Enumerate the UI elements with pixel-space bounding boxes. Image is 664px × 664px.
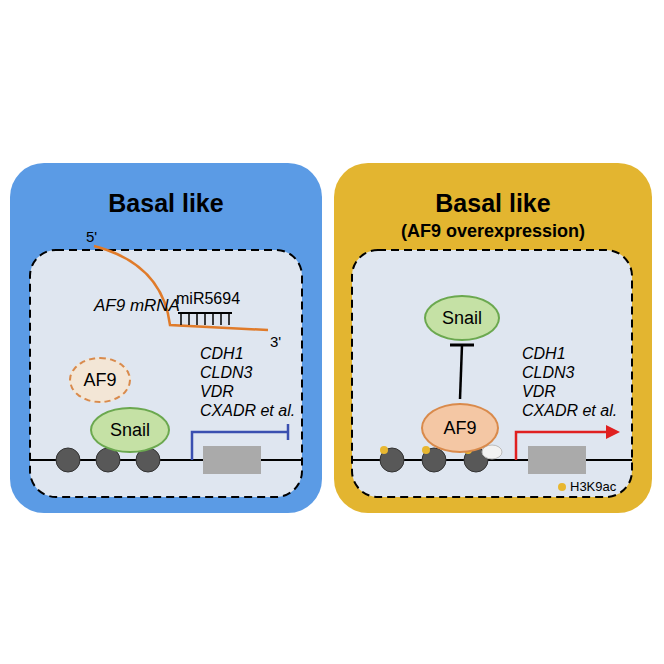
mirna-label: miR5694: [176, 290, 240, 308]
protein-name: AF9: [443, 418, 476, 439]
yeats-domain: [482, 445, 502, 459]
legend-text: H3K9ac: [570, 479, 616, 494]
strand-end: 5': [86, 228, 97, 245]
mrna-label: AF9 mRNA: [94, 296, 180, 316]
inhibition-edge: [450, 345, 474, 399]
legend-swatch: [558, 483, 566, 491]
gene-name: CXADR et al.: [522, 402, 617, 420]
base-pair: [204, 313, 206, 325]
gene-name: CLDN3: [522, 364, 574, 382]
mrna-strand: [94, 246, 268, 330]
gene-name: CDH1: [522, 345, 566, 363]
protein-oval: AF9: [69, 357, 131, 403]
base-pair: [220, 313, 222, 325]
h3k9ac-dot: [380, 446, 388, 454]
base-pair: [188, 313, 190, 325]
promoter-repressed: [192, 432, 288, 460]
strand-end: 3': [270, 333, 281, 350]
protein-name: AF9: [83, 370, 116, 391]
gene-name: CDH1: [200, 345, 244, 363]
panel-title: Basal like: [10, 189, 322, 218]
panel-title: Basal like: [334, 189, 652, 218]
repression-bar: [287, 424, 290, 440]
nucleosome: [96, 448, 120, 472]
promoter-active: [516, 432, 610, 460]
nucleus: [30, 250, 302, 497]
base-pair: [180, 313, 182, 325]
protein-name: Snail: [110, 420, 150, 441]
nucleosome: [136, 448, 160, 472]
gene-body: [528, 446, 586, 474]
h3k9ac-dot: [422, 446, 430, 454]
gene-name: CXADR et al.: [200, 402, 295, 420]
gene-name: VDR: [200, 383, 234, 401]
nucleus: [352, 250, 632, 497]
protein-oval: Snail: [90, 407, 170, 453]
arrow-head: [606, 425, 620, 439]
protein-oval: AF9: [421, 403, 499, 453]
protein-oval: Snail: [424, 295, 500, 341]
gene-name: VDR: [522, 383, 556, 401]
base-pair: [196, 313, 198, 325]
base-pair: [212, 313, 214, 325]
base-pair: [228, 313, 230, 325]
panel-title: (AF9 overexpression): [334, 221, 652, 242]
nucleosome: [56, 448, 80, 472]
gene-body: [203, 446, 261, 474]
protein-name: Snail: [442, 308, 482, 329]
h3k9ac-dot: [464, 446, 472, 454]
gene-name: CLDN3: [200, 364, 252, 382]
